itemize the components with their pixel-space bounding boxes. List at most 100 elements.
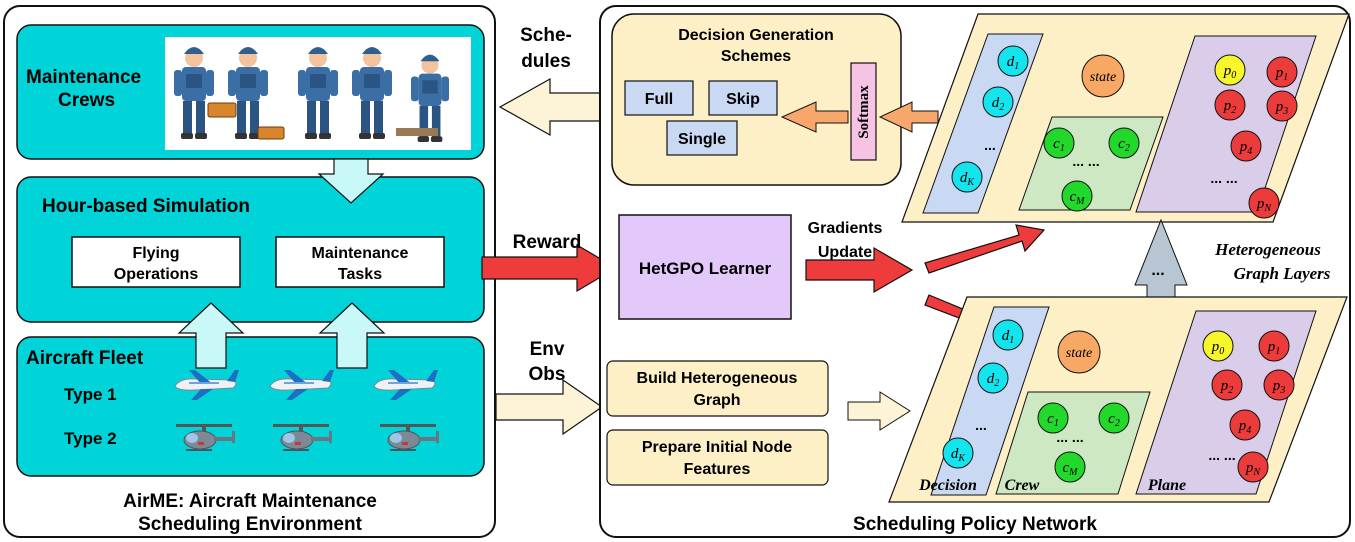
build-graph-line1: Build Heterogeneous: [637, 370, 798, 387]
plane-lane-label: Plane: [1147, 477, 1186, 494]
gradients-update-arrow: [805, 246, 914, 294]
build-graph-line2: Graph: [693, 392, 740, 409]
simulation-title: Hour-based Simulation: [42, 196, 250, 217]
upper-plane-node: p2: [1214, 89, 1246, 121]
lower-crew-ellipsis: ... ...: [1056, 429, 1083, 445]
crews-to-simulation-arrow: [317, 158, 385, 204]
flying-operations-box: [71, 236, 241, 288]
lower-plane-node: p3: [1263, 369, 1295, 401]
upper-decision-node: dK: [951, 161, 983, 193]
fleet-to-flying-arrow: [177, 302, 245, 369]
gradients-label-line2: Update: [818, 244, 872, 261]
crew-lane-label: Crew: [1005, 477, 1040, 494]
type1-label: Type 1: [64, 385, 117, 404]
softmax-box: [850, 62, 877, 161]
upper-state-node: state: [1081, 54, 1125, 98]
svg-text:c2: c2: [1108, 411, 1120, 429]
hetgpo-learner-box: [618, 214, 792, 320]
svg-text:state: state: [1066, 346, 1092, 361]
environment-title-line2: Scheduling Environment: [138, 514, 362, 535]
maintenance-tasks-box: [275, 236, 445, 288]
decision-gen-title-line2: Schemes: [721, 48, 791, 65]
upper-decision-ellipsis: ...: [984, 137, 996, 153]
policy-network-title: Scheduling Policy Network: [853, 514, 1097, 535]
decision-lane-label: Decision: [918, 477, 977, 494]
scheme-full-label: Full: [645, 91, 673, 108]
crew-worker-icon: [174, 47, 449, 143]
lower-plane-node: p2: [1211, 369, 1243, 401]
upper-plane-node: p4: [1230, 130, 1262, 162]
svg-text:c2: c2: [1118, 136, 1130, 154]
env-obs-label-line2: Obs: [529, 364, 566, 385]
upper-plane-ellipsis: ... ...: [1210, 170, 1237, 186]
maint-tasks-line2: Tasks: [338, 266, 382, 283]
lower-plane-node: pN: [1237, 451, 1269, 483]
lower-plane-node: p0: [1202, 330, 1234, 362]
fleet-title: Aircraft Fleet: [26, 348, 144, 369]
scheme-skip-label: Skip: [726, 91, 760, 108]
reward-label: Reward: [513, 232, 582, 253]
environment-title-line1: AirME: Aircraft Maintenance: [123, 491, 377, 512]
scheme-skip-box: [708, 80, 778, 116]
prepare-features-box: [606, 429, 829, 486]
type2-label: Type 2: [64, 429, 117, 448]
svg-text:c1: c1: [1053, 136, 1065, 154]
schedules-label-line1: Sche-: [520, 25, 572, 46]
flying-ops-line2: Operations: [114, 266, 199, 283]
scheme-single-box: [666, 120, 738, 156]
env-obs-arrow: [495, 378, 604, 436]
upper-decision-lane: [922, 33, 1044, 214]
aircraft-fleet-box: [16, 336, 485, 477]
lower-decision-ellipsis: ...: [975, 417, 987, 433]
upper-decision-node: d2: [982, 86, 1014, 118]
heterogeneous-label-line1: Heterogeneous: [1214, 240, 1321, 259]
upper-crew-ellipsis: ... ...: [1072, 153, 1099, 169]
upper-plane-node: p0: [1214, 54, 1246, 86]
lower-crew-node: c1: [1037, 402, 1069, 434]
svg-text:c1: c1: [1047, 411, 1059, 429]
lower-crew-node: c2: [1098, 402, 1130, 434]
maint-tasks-line1: Maintenance: [312, 245, 409, 262]
upper-crew-node: c1: [1043, 127, 1075, 159]
upper-crew-node: cM: [1061, 180, 1093, 212]
hetgpo-learner-label: HetGPO Learner: [639, 259, 772, 278]
gradients-label-line1: Gradients: [808, 220, 883, 237]
schedules-arrow: [498, 77, 603, 137]
softmax-label: Softmax: [856, 85, 872, 139]
lower-decision-node: d2: [977, 362, 1009, 394]
prepare-features-line2: Features: [684, 461, 751, 478]
lower-decision-node: d1: [992, 319, 1024, 351]
heterogeneous-label-line2: Graph Layers: [1234, 264, 1331, 283]
lower-decision-node: dK: [942, 437, 974, 469]
upper-plane-node: p1: [1266, 56, 1298, 88]
env-obs-label-line1: Env: [530, 339, 565, 360]
prepare-features-line1: Prepare Initial Node: [642, 439, 792, 456]
svg-text:state: state: [1090, 70, 1116, 85]
reward-arrow: [481, 243, 618, 293]
lower-crew-node: cM: [1054, 451, 1086, 483]
flying-ops-line1: Flying: [132, 245, 179, 262]
crews-label-line1: Maintenance: [26, 67, 141, 88]
upper-plane-node: p3: [1266, 90, 1298, 122]
crews-label-line2: Crews: [58, 90, 115, 111]
lower-plane-node: p1: [1258, 330, 1290, 362]
lower-plane-ellipsis: ... ...: [1208, 447, 1235, 463]
scheme-full-box: [624, 80, 694, 116]
upper-decision-node: d1: [997, 45, 1029, 77]
softmax-to-schemes-arrow: [780, 101, 849, 133]
build-graph-box: [606, 360, 829, 417]
scheme-single-label: Single: [678, 131, 726, 148]
upper-crew-node: c2: [1108, 127, 1140, 159]
schedules-label-line2: dules: [521, 51, 571, 72]
preprocess-to-graph-arrow: [847, 391, 911, 431]
layers-ellipsis: ...: [1151, 262, 1164, 279]
upper-plane-node: pN: [1248, 187, 1280, 219]
decision-gen-title-line1: Decision Generation: [678, 27, 834, 44]
lower-plane-node: p4: [1229, 409, 1261, 441]
gradients-to-upper-arrow: [924, 224, 1046, 274]
lower-state-node: state: [1057, 330, 1101, 374]
graph-to-softmax-arrow: [878, 101, 939, 133]
